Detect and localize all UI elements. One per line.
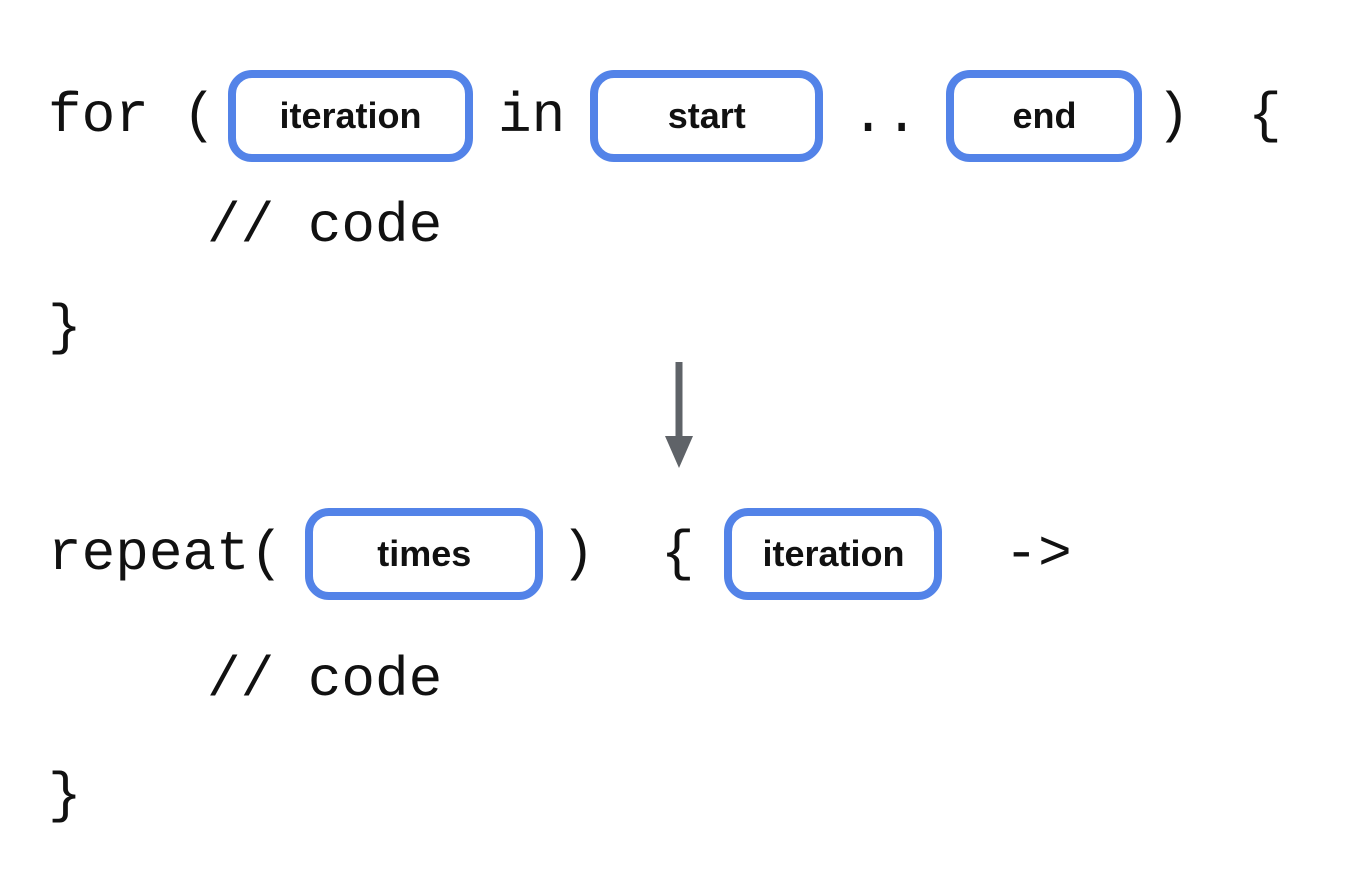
repeat-keyword-open-paren: repeat( — [48, 522, 284, 586]
transform-arrow — [664, 362, 694, 468]
for-keyword-open-paren: for ( — [48, 84, 217, 148]
down-arrow-icon — [665, 362, 693, 468]
for-closing-brace: } — [48, 300, 82, 356]
slot-iteration-lambda: iteration — [724, 508, 943, 600]
open-brace: { — [1248, 84, 1282, 148]
for-body-comment: // code — [207, 198, 442, 254]
slot-end-label: end — [1012, 95, 1077, 136]
slot-iteration: iteration — [228, 70, 474, 162]
comment-text: // code — [207, 648, 443, 712]
repeat-body-comment: // code — [207, 652, 442, 708]
range-operator: .. — [851, 84, 919, 148]
slot-times-label: times — [377, 533, 472, 574]
in-keyword: in — [498, 84, 566, 148]
repeat-open-brace: { — [660, 522, 695, 586]
repeat-close-paren: ) — [561, 522, 595, 586]
slot-times: times — [305, 508, 544, 600]
slot-iteration-lambda-label: iteration — [762, 533, 905, 574]
repeat-closing-brace: } — [48, 768, 82, 824]
slot-iteration-label: iteration — [279, 95, 422, 136]
repeat-line: repeat( times ) { iteration -> — [48, 502, 1072, 606]
lambda-arrow-token: -> — [1004, 522, 1072, 586]
comment-text: // code — [207, 194, 443, 258]
slot-start: start — [590, 70, 824, 162]
for-line: for ( iteration in start .. end ) { — [48, 68, 1282, 164]
closing-brace-text: } — [48, 296, 82, 360]
closing-brace-text: } — [48, 764, 82, 828]
close-paren: ) — [1156, 84, 1191, 148]
slot-end: end — [946, 70, 1143, 162]
slot-start-label: start — [667, 95, 746, 136]
